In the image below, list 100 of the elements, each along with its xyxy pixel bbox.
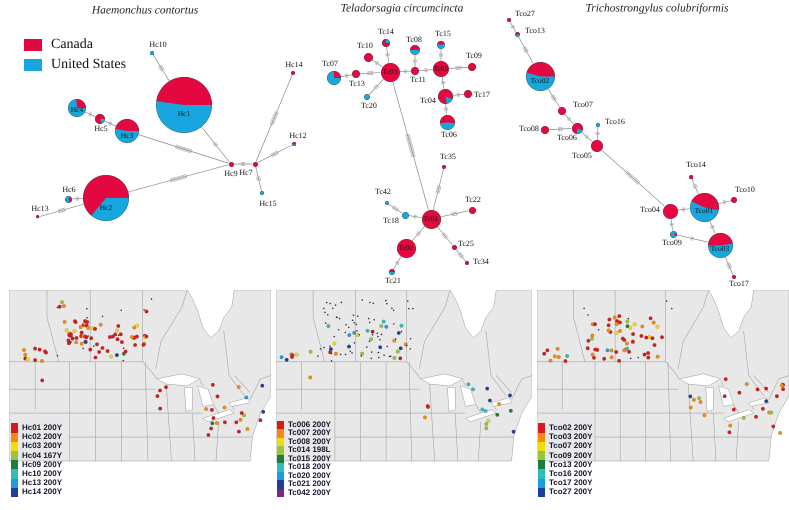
legend-label: Hc14 200Y: [22, 488, 62, 496]
connector-line: [724, 256, 734, 276]
connector-line: [386, 46, 390, 63]
haplotype-label: Tco06: [557, 134, 577, 142]
connector-line: [436, 226, 453, 246]
haplotype-label: Tco10: [735, 186, 755, 194]
connector-line: [709, 220, 716, 234]
haplotype-label: Tc11: [410, 76, 426, 84]
connector-line: [408, 215, 422, 218]
haplotype-pie: [440, 114, 454, 130]
haplotype-pie: [452, 244, 456, 250]
haplotype-pie: [150, 50, 154, 56]
haplotype-label: Tc21: [385, 277, 401, 285]
connector-line: [518, 36, 534, 64]
connector-line: [128, 164, 229, 192]
haplotype-pie: [468, 206, 476, 214]
haplotype-pie: [156, 77, 212, 133]
haplotype-pie: [396, 238, 416, 258]
panel-title: Haemonchus contortus: [92, 5, 198, 17]
haplotype-label: Tco08: [519, 125, 539, 133]
legend-label: Tc008 200Y: [288, 438, 331, 446]
connector-line: [340, 74, 352, 78]
connector-line: [138, 134, 229, 164]
haplotype-label: Hc10: [149, 41, 167, 49]
connector-line: [548, 128, 572, 130]
connector-line: [152, 54, 170, 82]
haplotype-pie: [596, 123, 600, 127]
haplotype-pie: [507, 18, 511, 22]
connector-line: [256, 144, 292, 164]
legend-label: Tco03 200Y: [549, 433, 592, 442]
connector-line: [547, 88, 560, 108]
legend-label: Hc09 200Y: [22, 460, 62, 469]
connector-line: [393, 256, 402, 270]
legend-label: Hc13 200Y: [22, 479, 62, 488]
haplotype-pie: [402, 212, 408, 218]
haplotype-label: Hc13: [31, 205, 49, 213]
haplotype-label: Tco17: [729, 280, 749, 288]
haplotype-pie: [385, 201, 389, 205]
connector-line: [412, 226, 426, 242]
legend-label: Tco27 200Y: [549, 488, 592, 496]
haplotype-pie: [662, 204, 678, 218]
haplotype-label: Tco07: [573, 101, 593, 109]
haplotype-pie: [442, 165, 446, 169]
haplotype-pie: [732, 275, 736, 279]
connector-line: [692, 178, 699, 194]
haplotype-pie: [468, 63, 476, 71]
legend-label: Tc042 200Y: [288, 488, 331, 497]
haplotype-label: Tc35: [440, 153, 456, 161]
connector-line: [596, 126, 598, 140]
connector-line: [452, 94, 464, 96]
legend-label: Hc04 167Y: [22, 452, 62, 460]
haplotype-label: Tco14: [686, 161, 706, 169]
haplotype-pie: [410, 45, 420, 55]
connector-line: [392, 80, 429, 210]
connector-line: [371, 59, 382, 67]
connector-line: [104, 120, 116, 126]
haplotype-pie: [68, 99, 86, 117]
haplotype-pie: [327, 71, 341, 85]
haplotype-pie: [95, 114, 105, 124]
haplotype-pie: [688, 174, 694, 180]
haplotype-pie: [364, 52, 372, 62]
connector-line: [580, 131, 593, 142]
haplotype-label: Tc34: [473, 258, 489, 266]
haplotype-pie: [422, 210, 440, 228]
connector-line: [368, 78, 384, 96]
haplotype-label: Tco27: [515, 10, 535, 18]
haplotype-pie: [382, 39, 390, 47]
haplotype-pie: [670, 230, 676, 238]
connector-line: [388, 204, 402, 214]
connector-line: [71, 198, 84, 200]
connector-line: [445, 103, 447, 115]
connector-line: [442, 76, 444, 89]
haplotype-pie: [526, 62, 554, 90]
haplotype-label: Tc17: [474, 91, 490, 99]
haplotype-label: Tc06: [441, 131, 457, 139]
haplotype-label: Tc20: [361, 102, 377, 110]
haplotype-pie: [731, 197, 737, 203]
haplotype-label: Tco05: [572, 152, 592, 160]
connector-line: [399, 70, 412, 72]
connector-line: [440, 48, 442, 62]
haplotype-label: Hc15: [259, 200, 277, 208]
panel-title: Trichostrongylus colubriformis: [585, 3, 729, 15]
connector-line: [432, 168, 444, 210]
haplotype-label: Tc10: [357, 42, 373, 50]
haplotype-label: Hc14: [285, 61, 303, 69]
haplotype-pie: [514, 32, 520, 36]
legend-label: Tc015 200Y: [288, 454, 331, 463]
legend-label: Tco13 200Y: [549, 460, 592, 469]
legend-label: Tco16 200Y: [549, 470, 592, 478]
haplotype-pie: [36, 215, 40, 219]
haplotype-pie: [591, 140, 603, 152]
haplotype-pie: [380, 62, 400, 82]
haplotype-pie: [708, 232, 732, 258]
legend-label: United States: [51, 58, 126, 72]
haplotype-label: Tc15: [435, 30, 451, 38]
connector-line: [256, 74, 293, 162]
connector-line: [676, 234, 708, 242]
haplotype-label: Hc7: [239, 169, 253, 177]
haplotype-pie: [252, 162, 258, 166]
connector-line: [677, 208, 690, 210]
